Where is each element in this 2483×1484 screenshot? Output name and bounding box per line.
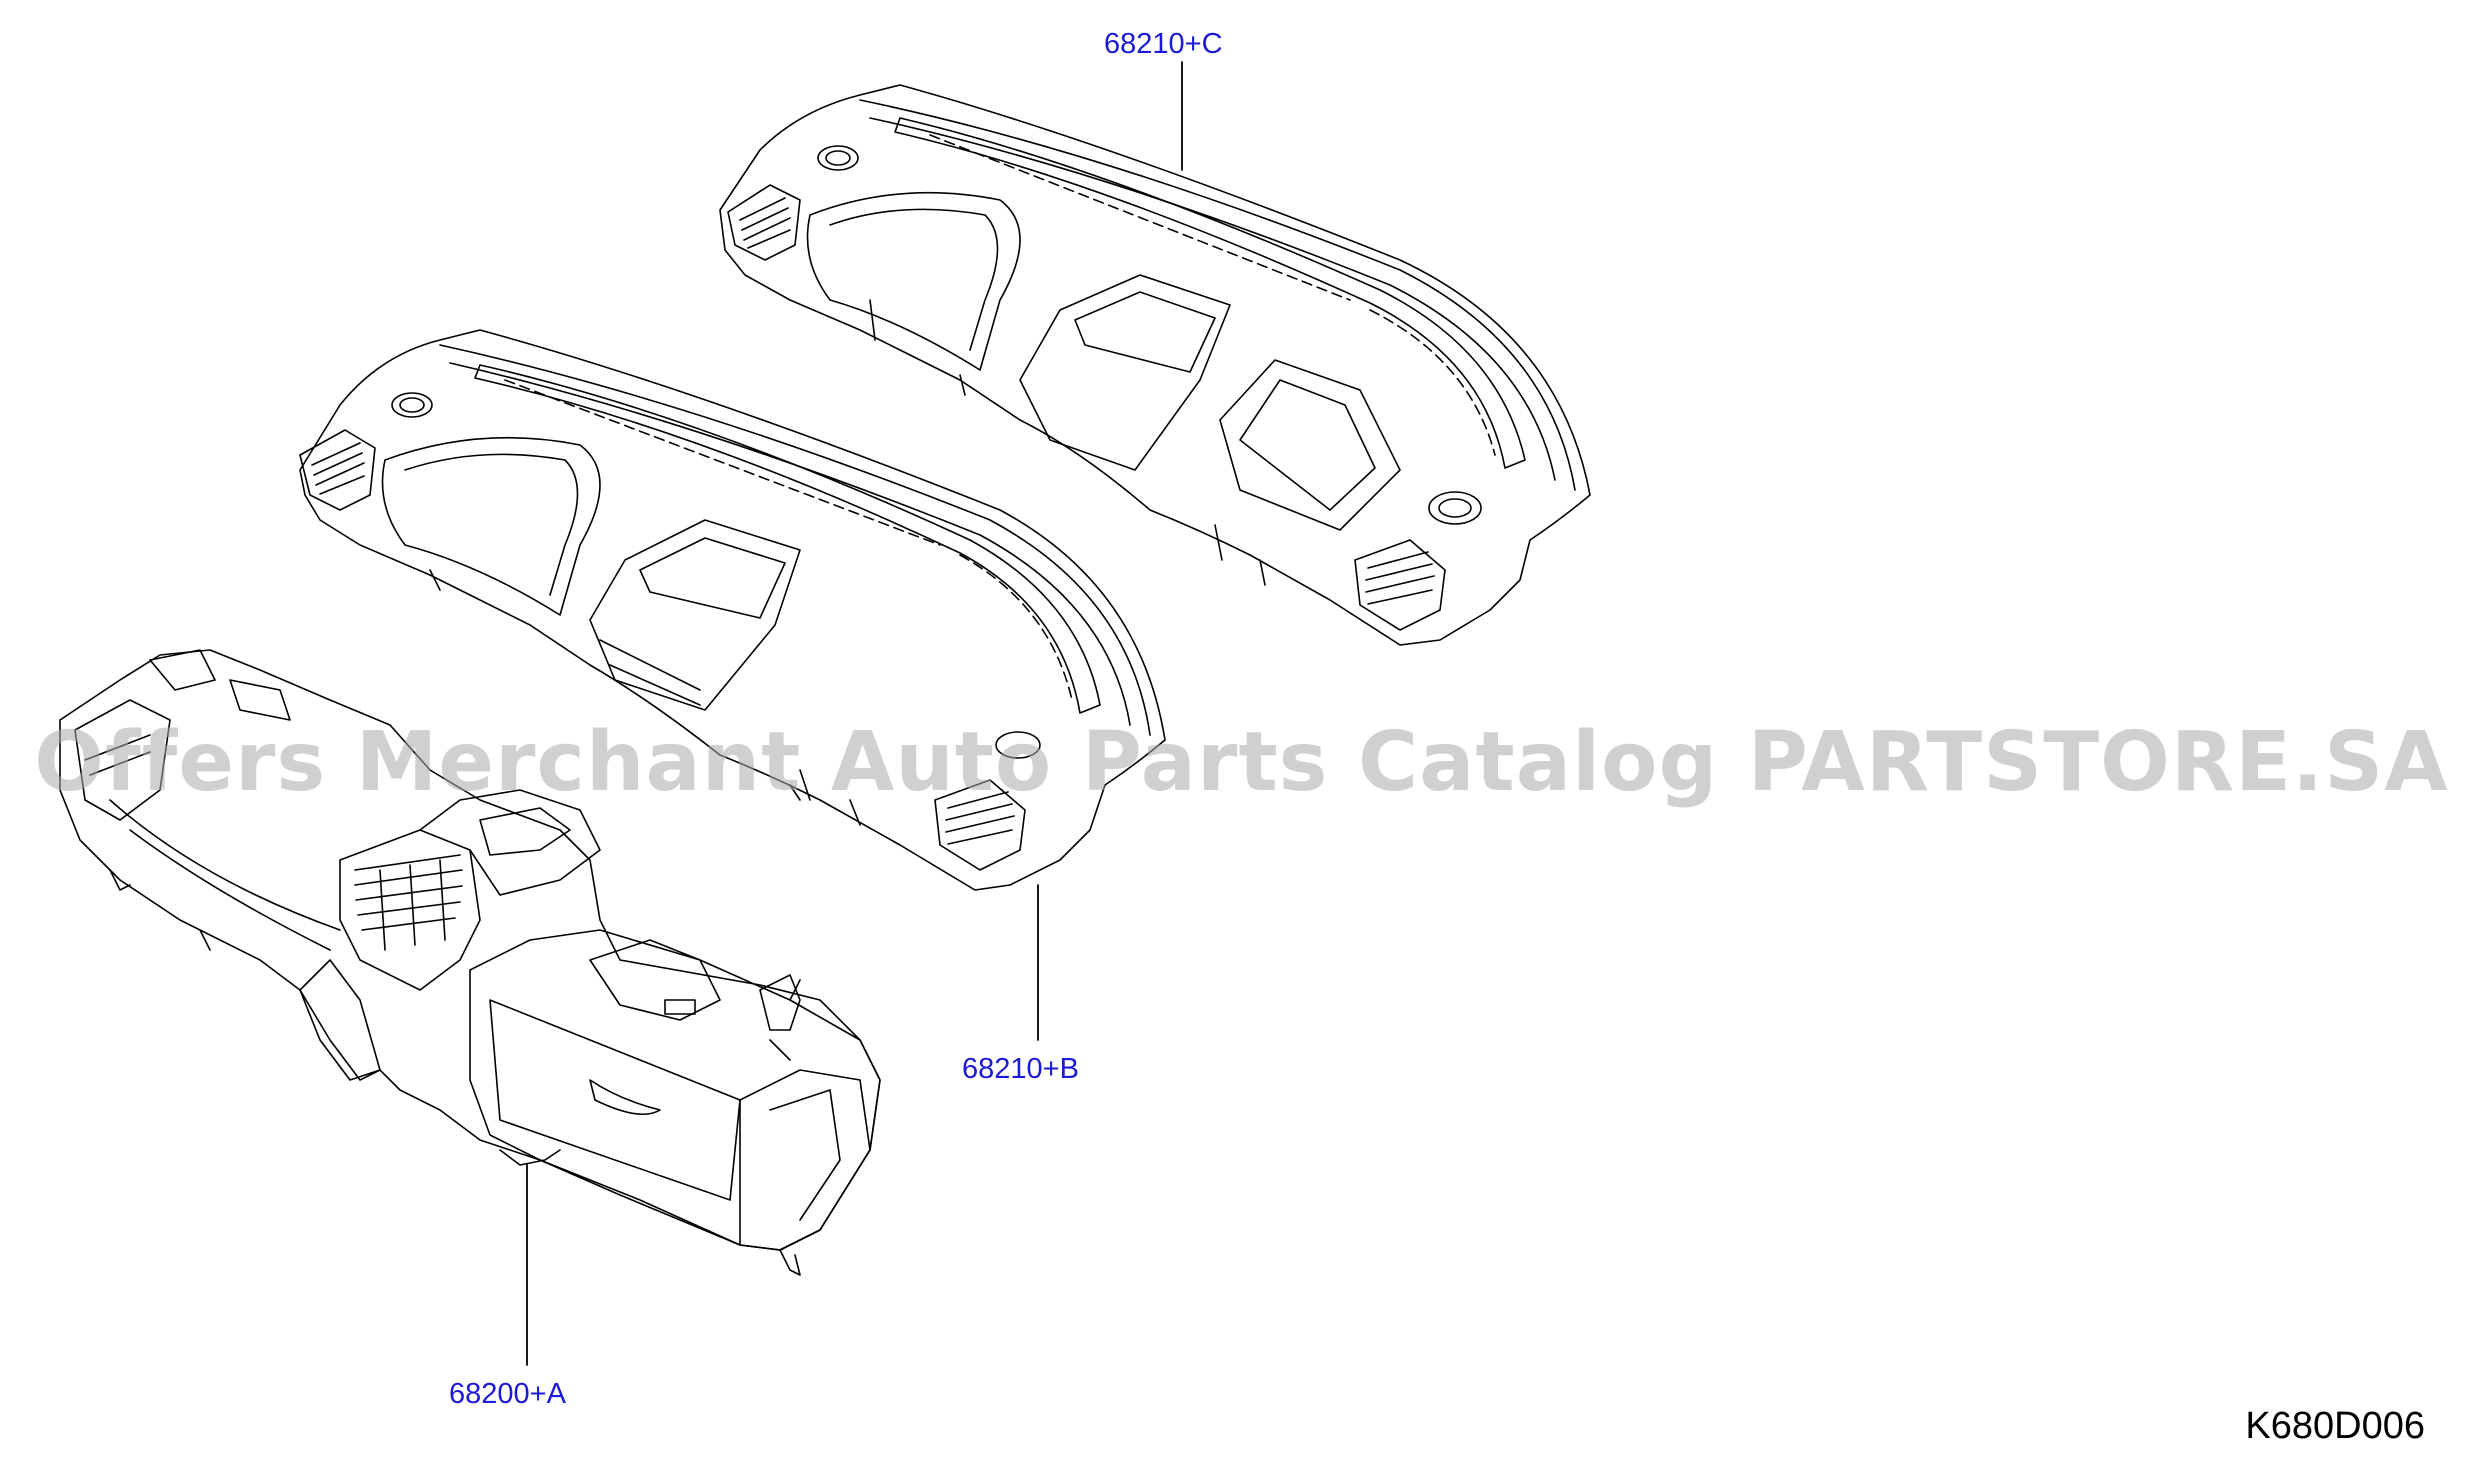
panel-b-cluster-hood — [383, 438, 601, 615]
assembly-left-end — [75, 700, 170, 820]
panel-b-center-opening-inner — [640, 538, 785, 618]
assembly-glovebox-latch — [665, 1000, 695, 1014]
panel-c-tabs — [870, 300, 1265, 585]
diagram-code: K680D006 — [2245, 1405, 2425, 1447]
dash-panel-b[interactable] — [300, 330, 1165, 890]
panel-c-center-opening — [1020, 275, 1230, 470]
panel-b-vent-left — [300, 430, 375, 510]
assembly-center-vent-bars — [380, 860, 445, 950]
panel-c-speaker-right — [1429, 492, 1481, 524]
panel-c-vent-left — [728, 185, 800, 260]
panel-b-outline — [300, 330, 1165, 890]
assembly-bottom-clip-right — [780, 1250, 800, 1275]
panel-b-speaker-left — [392, 393, 432, 417]
panel-b-speaker-right — [996, 732, 1040, 758]
callout-label-68210-b[interactable]: 68210+B — [962, 1053, 1079, 1085]
assembly-right-bracket-details — [770, 980, 800, 1060]
panel-c-rim-inner — [870, 118, 1555, 480]
panel-b-tabs — [430, 570, 860, 825]
panel-c-speaker-left-inner — [826, 151, 850, 165]
panel-c-speaker-left — [818, 146, 858, 170]
assembly-center-vent-frame — [340, 830, 480, 990]
assembly-top-brackets — [150, 650, 290, 720]
assembly-small-clips — [110, 870, 210, 950]
panel-c-cluster-hood-inner — [830, 209, 998, 350]
assembly-lower-duct-2 — [130, 830, 330, 950]
panel-c-outline — [720, 85, 1590, 645]
panel-b-center-opening — [590, 520, 800, 710]
assembly-center-top — [420, 790, 600, 895]
panel-c-passenger-cutout-inner — [1240, 380, 1375, 510]
panel-b-cluster-hood-inner — [405, 454, 578, 595]
panel-b-vent-right-louvers — [946, 792, 1014, 844]
assembly-bottom-clip-left — [500, 1150, 560, 1165]
assembly-glovebox-side-inner — [770, 1090, 840, 1220]
assembly-lower-duct — [110, 800, 340, 930]
assembly-right-bracket — [760, 975, 800, 1030]
callout-label-68200-a[interactable]: 68200+A — [449, 1378, 566, 1410]
panel-c-rim — [860, 100, 1575, 490]
assembly-center-vent-louvers — [355, 855, 462, 930]
panel-b-vent-left-louvers — [312, 443, 364, 494]
panel-b-vent-right — [935, 780, 1025, 870]
panel-c-defroster — [895, 118, 1525, 468]
assembly-glovebox-side — [740, 1070, 870, 1250]
assembly-glovebox-interior — [590, 940, 720, 1020]
panel-c-passenger-cutout — [1220, 360, 1400, 530]
panel-c-vent-right-louvers — [1366, 552, 1434, 604]
panel-b-speaker-left-inner — [400, 398, 424, 412]
panel-b-center-lines — [600, 640, 700, 705]
assembly-glovebox-door — [470, 930, 880, 1250]
panel-c-speaker-right-inner — [1439, 499, 1471, 517]
assembly-left-end-details — [85, 735, 150, 775]
panel-b-defroster-slots — [505, 380, 1072, 700]
dash-panel-c[interactable] — [720, 85, 1590, 645]
assembly-glovebox-face — [490, 1000, 740, 1200]
assembly-center-top-detail — [480, 808, 570, 855]
assembly-outline — [60, 650, 880, 1250]
assembly-glovebox-handle[interactable] — [590, 1080, 660, 1114]
panel-b-defroster — [475, 365, 1100, 713]
panel-c-vent-left-louvers — [740, 198, 790, 248]
panel-b-rim — [440, 345, 1150, 735]
panel-c-vent-right — [1355, 540, 1445, 630]
instrument-panel-assembly-a[interactable] — [60, 650, 880, 1275]
panel-c-center-opening-inner — [1075, 292, 1215, 372]
panel-b-rim-inner — [450, 363, 1130, 725]
panel-c-defroster-slots — [930, 135, 1495, 455]
panel-c-cluster-hood — [808, 193, 1021, 370]
callout-label-68210-c[interactable]: 68210+C — [1104, 28, 1223, 60]
assembly-knee-left — [300, 960, 380, 1080]
